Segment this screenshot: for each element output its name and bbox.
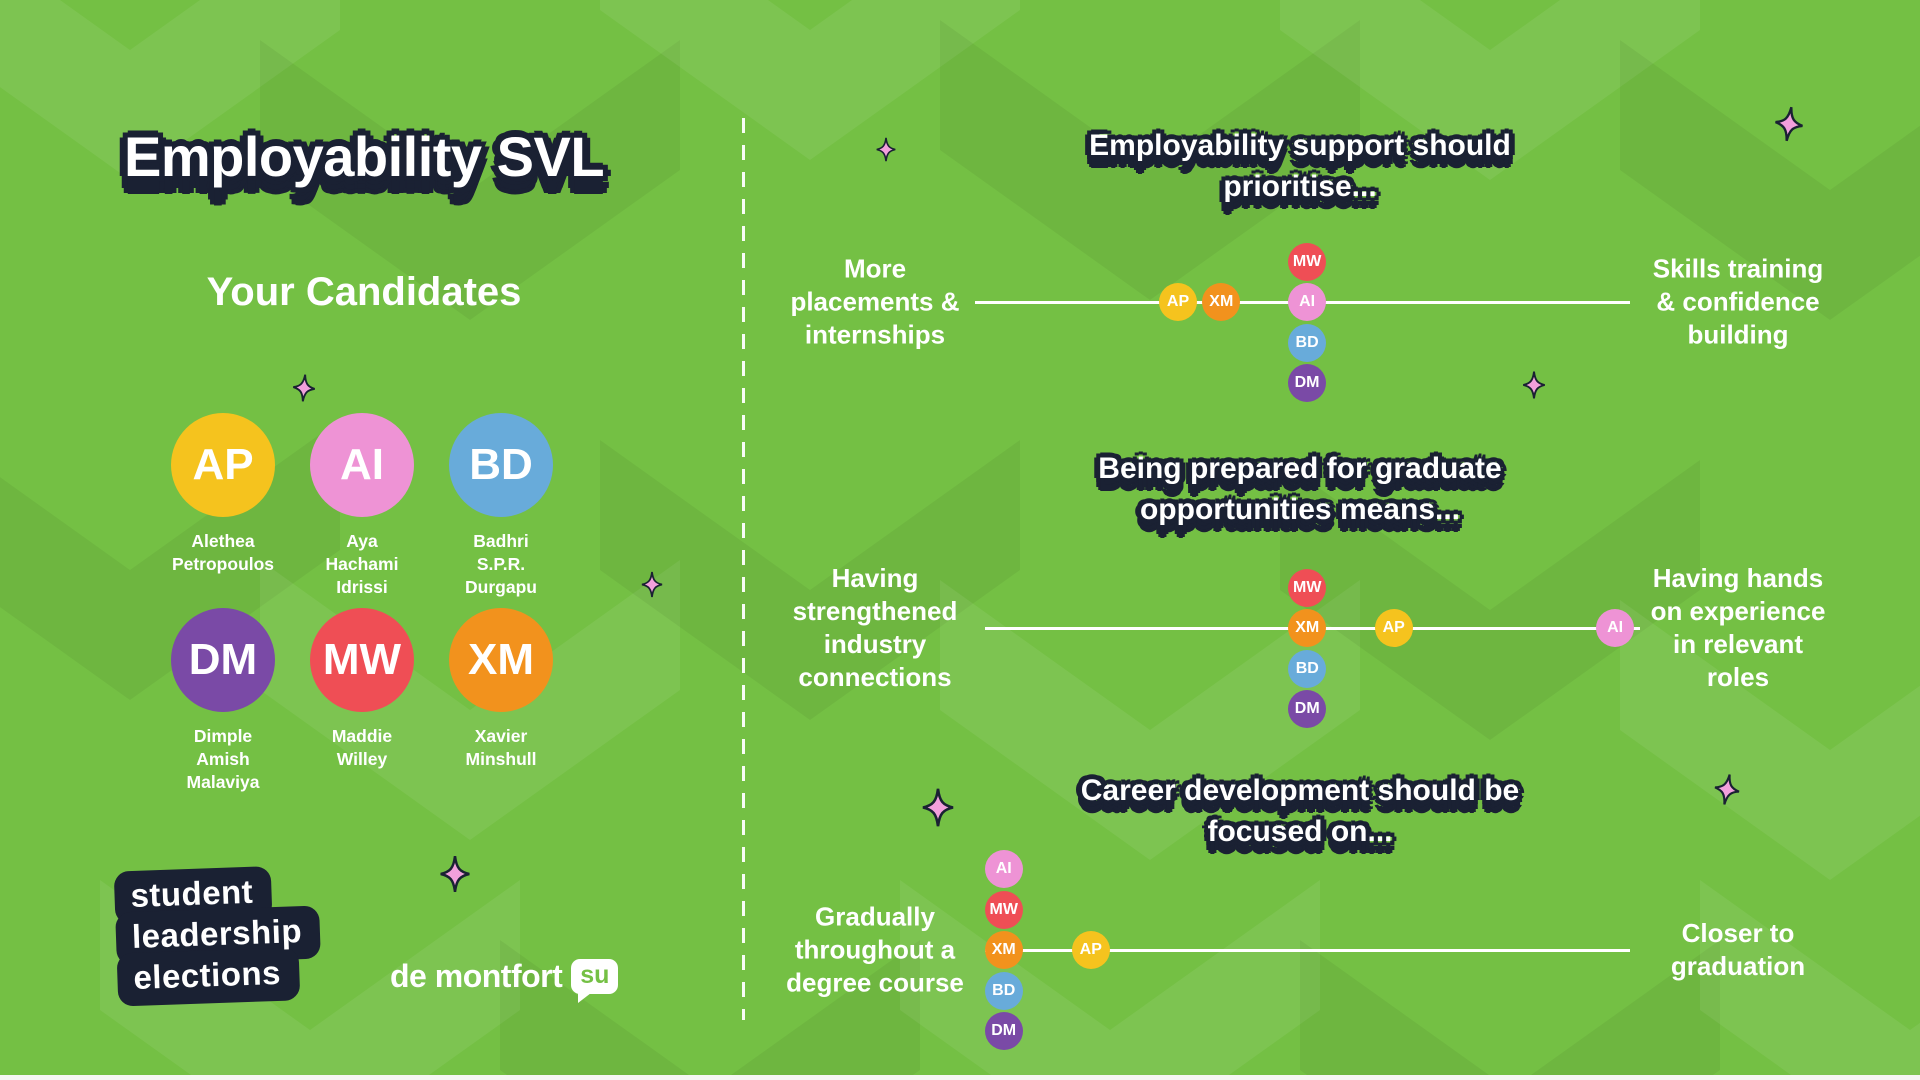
spectrum-marker-xm: XM bbox=[984, 931, 1023, 969]
candidate-initials: AI bbox=[340, 440, 384, 489]
candidate-avatar: AP bbox=[171, 413, 275, 517]
spectrum-left-label: Gradually throughout a degree course bbox=[786, 901, 964, 998]
sparkle-icon bbox=[293, 374, 315, 402]
sparkle-icon bbox=[1714, 773, 1740, 805]
sparkle-icon bbox=[922, 788, 954, 826]
candidate-name: Dimple Amish Malaviya bbox=[186, 726, 260, 792]
spectrum-marker-dm: DM bbox=[984, 1012, 1023, 1050]
spectrum-marker-bd: BD bbox=[1288, 649, 1327, 688]
candidate-cell-bd: BD Badhri S.P.R. Durgapu bbox=[426, 413, 576, 599]
candidate-avatar: MW bbox=[310, 608, 414, 712]
spectrum-right-label: Skills training & confidence building bbox=[1652, 253, 1824, 350]
candidate-initials: MW bbox=[322, 635, 402, 684]
spectrum-marker-ap: AP bbox=[1374, 609, 1413, 647]
candidate-avatar: DM bbox=[171, 608, 275, 712]
candidate-name: Xavier Minshull bbox=[465, 726, 537, 769]
spectrum-question: Career development should be focused on.… bbox=[1080, 774, 1520, 848]
candidate-initials: DM bbox=[188, 635, 258, 684]
candidate-name: Alethea Petropoulos bbox=[171, 531, 275, 574]
sparkle-icon bbox=[1775, 106, 1803, 142]
sparkle-icon bbox=[1523, 371, 1545, 399]
spectrum-marker-bd: BD bbox=[984, 971, 1023, 1010]
candidate-avatar: AI bbox=[310, 413, 414, 517]
sparkle-icon bbox=[641, 571, 663, 597]
page-title: Employability SVL bbox=[123, 125, 605, 188]
candidate-cell-ai: AI Aya Hachami Idrissi bbox=[287, 413, 437, 599]
sparkle-icon bbox=[440, 855, 470, 893]
candidate-initials: XM bbox=[468, 635, 534, 684]
candidates-subtitle: Your Candidates bbox=[206, 270, 522, 314]
spectrum-marker-ai: AI bbox=[1288, 283, 1327, 321]
spectrum-question: Employability support should prioritise.… bbox=[1089, 129, 1511, 203]
spectrum-marker-mw: MW bbox=[984, 890, 1023, 929]
candidate-initials: AP bbox=[192, 440, 254, 489]
candidate-cell-xm: XM Xavier Minshull bbox=[426, 608, 576, 771]
spectrum-marker-ap: AP bbox=[1159, 283, 1198, 321]
spectrum-right-label: Having hands on experience in relevant r… bbox=[1650, 563, 1826, 692]
spectrum-marker-ai: AI bbox=[1596, 609, 1635, 647]
candidate-cell-ap: AP Alethea Petropoulos bbox=[148, 413, 298, 576]
dmu-su-logo: de montfort su bbox=[390, 958, 619, 1003]
spectrum-marker-dm: DM bbox=[1288, 690, 1327, 728]
spectrum-left-label: More placements & internships bbox=[790, 253, 960, 350]
candidate-name: Badhri S.P.R. Durgapu bbox=[465, 531, 537, 597]
spectrum-marker-mw: MW bbox=[1288, 242, 1327, 281]
spectrum-marker-ap: AP bbox=[1071, 931, 1110, 969]
spectrum-question: Being prepared for graduate opportunitie… bbox=[1098, 452, 1502, 526]
spectrum-marker-xm: XM bbox=[1288, 609, 1327, 647]
candidate-cell-dm: DM Dimple Amish Malaviya bbox=[148, 608, 298, 794]
logo-wordmark: de montfort bbox=[390, 958, 563, 994]
spectrum-line bbox=[985, 948, 1630, 952]
spectrum-marker-bd: BD bbox=[1288, 323, 1327, 362]
candidate-cell-mw: MW Maddie Willey bbox=[287, 608, 437, 771]
spectrum-marker-xm: XM bbox=[1202, 283, 1241, 321]
bottom-edge-strip bbox=[0, 1075, 1920, 1080]
spectrum-marker-dm: DM bbox=[1288, 364, 1327, 402]
spectrum-marker-mw: MW bbox=[1288, 568, 1327, 607]
su-speech-bubble-icon: su bbox=[571, 959, 619, 1003]
spectrum-left-label: Having strengthened industry connections bbox=[792, 563, 958, 692]
spectrum-right-label: Closer to graduation bbox=[1670, 918, 1806, 981]
sparkle-icon bbox=[876, 137, 896, 161]
candidate-name: Maddie Willey bbox=[331, 726, 393, 769]
candidate-initials: BD bbox=[469, 440, 533, 489]
candidate-avatar: XM bbox=[449, 608, 553, 712]
candidate-name: Aya Hachami Idrissi bbox=[325, 531, 399, 597]
candidate-avatar: BD bbox=[449, 413, 553, 517]
dashed-divider bbox=[742, 118, 745, 1020]
spectrum-marker-ai: AI bbox=[984, 850, 1023, 888]
